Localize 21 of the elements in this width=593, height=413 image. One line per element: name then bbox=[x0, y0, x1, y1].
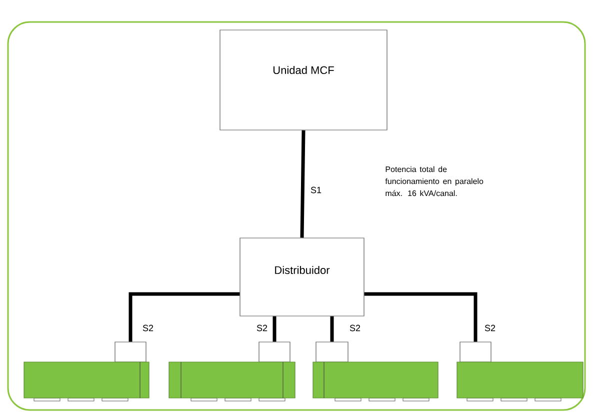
connector-line bbox=[272, 316, 276, 342]
device-unit bbox=[24, 362, 150, 402]
connector-line bbox=[364, 292, 478, 342]
note-text: Potencia total de funcionamiento en paralelo máx. 16 kVA/canal. bbox=[385, 166, 484, 196]
connector-line bbox=[128, 292, 240, 342]
unit-box: Unidad MCF bbox=[220, 30, 388, 130]
connector-line bbox=[330, 316, 334, 342]
edge-label: S2 bbox=[256, 324, 268, 332]
device-unit bbox=[456, 362, 584, 402]
edge-label: S2 bbox=[348, 324, 362, 332]
distributor-box: Distribuidor bbox=[240, 238, 364, 316]
edge-label: S2 bbox=[142, 324, 154, 332]
device-unit bbox=[168, 362, 296, 402]
connector-box bbox=[258, 342, 290, 362]
connector-box bbox=[114, 342, 146, 362]
connector-box bbox=[460, 342, 492, 362]
edge-label: S2 bbox=[484, 324, 496, 332]
device-unit bbox=[312, 362, 438, 402]
connector-box bbox=[316, 342, 348, 362]
connector-line bbox=[300, 130, 306, 238]
edge-label: S1 bbox=[310, 186, 322, 194]
